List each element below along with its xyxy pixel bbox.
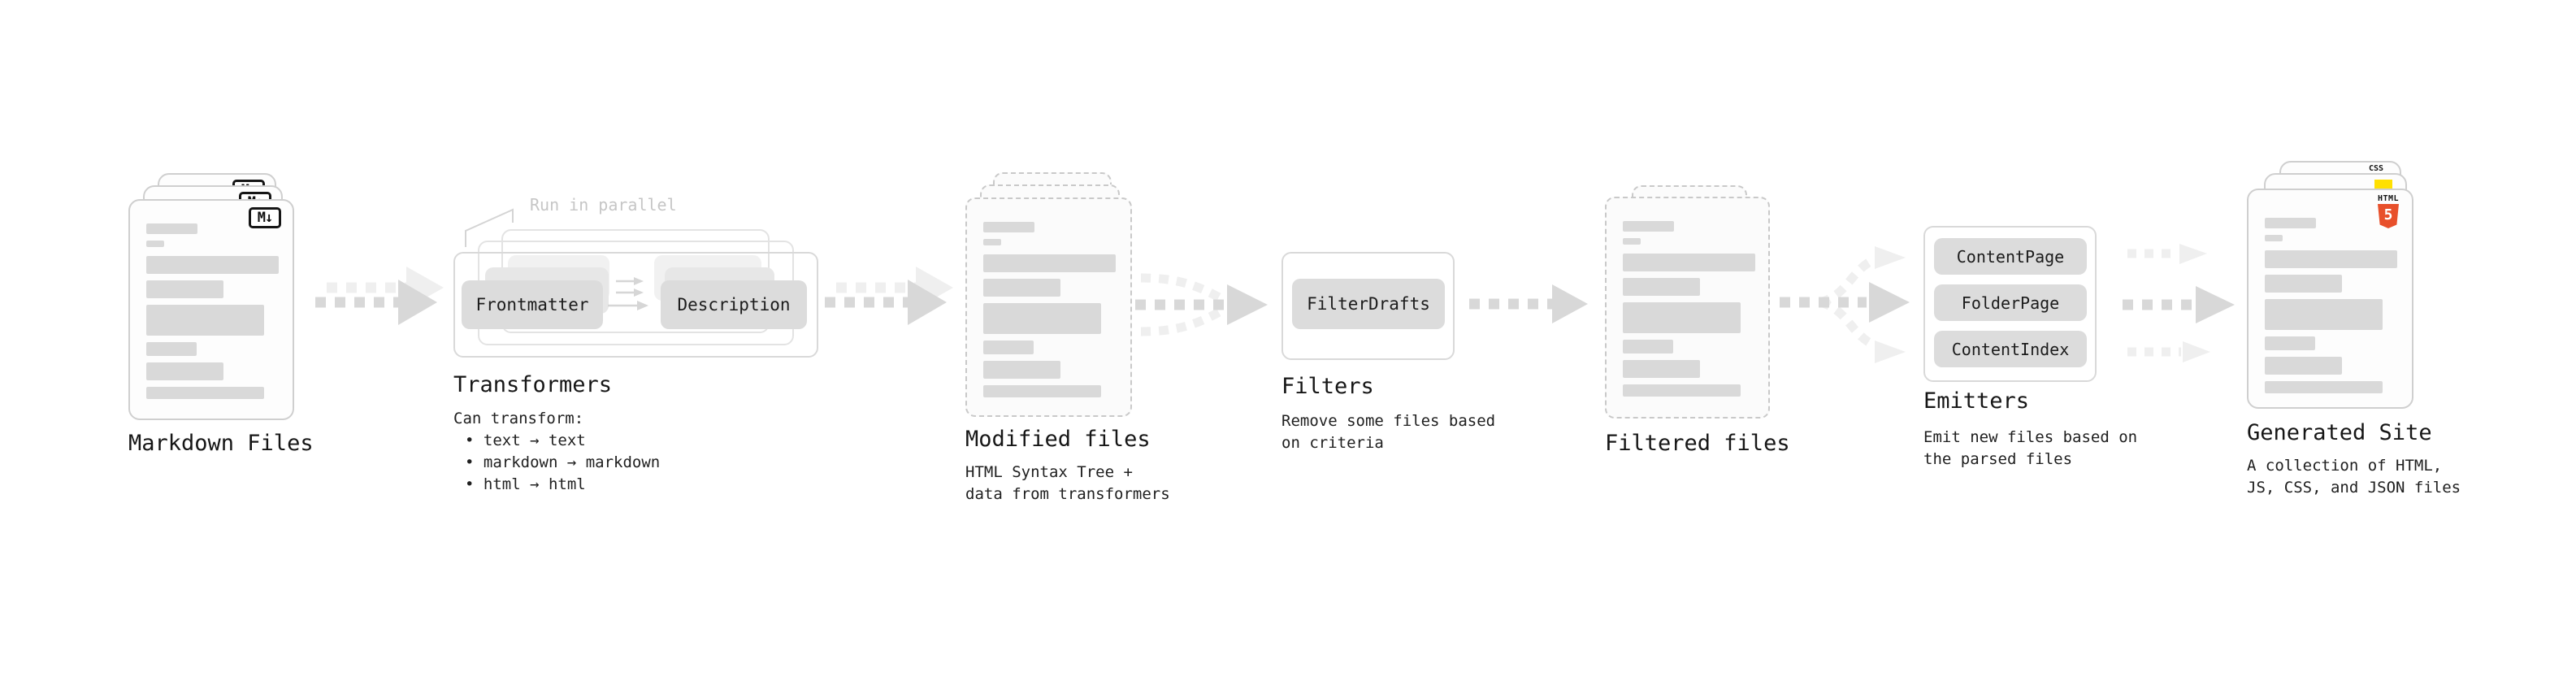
parallel-mini-arrows (608, 277, 648, 310)
modified-file-card-front (965, 197, 1132, 417)
content-bar (983, 222, 1034, 232)
content-bar (146, 223, 197, 234)
content-bar (983, 340, 1034, 354)
content-bar (1623, 340, 1673, 354)
transformers-bullets: • text → text • markdown → markdown • ht… (453, 430, 660, 496)
transformer-pill-frontmatter: Frontmatter (462, 280, 603, 329)
modified-files-subtitle: HTML Syntax Tree + data from transformer… (965, 463, 1170, 503)
content-bar (1623, 384, 1741, 397)
transform-bullet: • text → text (465, 432, 586, 449)
content-bar (1623, 238, 1641, 245)
file-content-placeholder (2265, 218, 2397, 393)
content-bar (146, 256, 279, 274)
filters-box (1281, 252, 1455, 360)
content-bar (983, 361, 1060, 379)
filters-label: Filters (1281, 374, 1374, 399)
content-bar (1623, 221, 1674, 232)
markdown-file-card-front: M↓ (128, 199, 294, 420)
content-bar (983, 279, 1060, 297)
js-icon (2374, 180, 2392, 189)
markdown-icon: M↓ (249, 207, 281, 228)
content-bar (146, 342, 197, 356)
file-content-placeholder (1623, 221, 1755, 397)
flow-arrow-merge-to-filters (1135, 273, 1268, 336)
transform-bullet: • html → html (465, 475, 586, 493)
html5-icon: HTML 5 (2374, 194, 2402, 228)
filter-pill-filterdrafts: FilterDrafts (1292, 279, 1445, 329)
flow-arrow-markdown-to-transformers (315, 267, 444, 325)
content-bar (2265, 235, 2283, 241)
run-in-parallel-note: Run in parallel (530, 195, 677, 215)
site-file-card-html: HTML 5 (2247, 189, 2413, 409)
filtered-file-card-front (1605, 197, 1770, 419)
content-bar (983, 385, 1101, 397)
generated-site-label: Generated Site (2247, 420, 2432, 445)
emitters-subtitle: Emit new files based on the parsed files (1923, 428, 2138, 468)
content-bar (146, 241, 164, 247)
content-bar (983, 303, 1101, 334)
content-bar (2265, 218, 2316, 228)
content-bar (1623, 278, 1700, 296)
content-bar (1623, 360, 1700, 378)
emitter-pill-contentindex: ContentIndex (1934, 331, 2087, 367)
emitter-pill-contentpage: ContentPage (1934, 238, 2087, 275)
content-bar (1623, 254, 1755, 271)
flow-arrow-emitters-to-site (2123, 244, 2235, 362)
emitter-pill-folderpage: FolderPage (1934, 284, 2087, 321)
content-bar (1623, 302, 1741, 333)
content-bar (146, 387, 264, 399)
content-bar (2265, 275, 2342, 293)
generated-site-subtitle: A collection of HTML, JS, CSS, and JSON … (2247, 457, 2461, 497)
transformers-body-title: Can transform: (453, 410, 584, 427)
flow-arrow-split-to-emitters (1780, 246, 1910, 363)
transformers-label: Transformers (453, 372, 613, 397)
content-bar (146, 305, 264, 336)
content-bar (146, 280, 223, 298)
transformer-layer-box-front (453, 252, 818, 358)
flow-arrow-filters-to-filtered (1469, 284, 1588, 323)
filtered-files-label: Filtered files (1605, 431, 1790, 456)
transformer-pill-description: Description (661, 280, 807, 329)
transform-bullet: • markdown → markdown (465, 453, 661, 471)
file-content-placeholder (983, 222, 1116, 397)
content-bar (983, 239, 1001, 245)
emitters-box (1923, 226, 2097, 382)
emitters-label: Emitters (1923, 388, 2030, 414)
modified-files-label: Modified files (965, 427, 1151, 452)
markdown-files-label: Markdown Files (128, 431, 314, 456)
content-bar (2265, 381, 2383, 393)
filters-subtitle: Remove some files based on criteria (1281, 412, 1496, 452)
content-bar (983, 254, 1116, 272)
file-content-placeholder (146, 223, 279, 399)
content-bar (2265, 357, 2342, 375)
flow-arrow-transformers-to-modified (825, 267, 953, 325)
content-bar (2265, 250, 2397, 268)
content-bar (2265, 299, 2383, 330)
content-bar (2265, 336, 2315, 350)
run-in-parallel-callout-line (465, 208, 514, 247)
content-bar (146, 362, 223, 380)
